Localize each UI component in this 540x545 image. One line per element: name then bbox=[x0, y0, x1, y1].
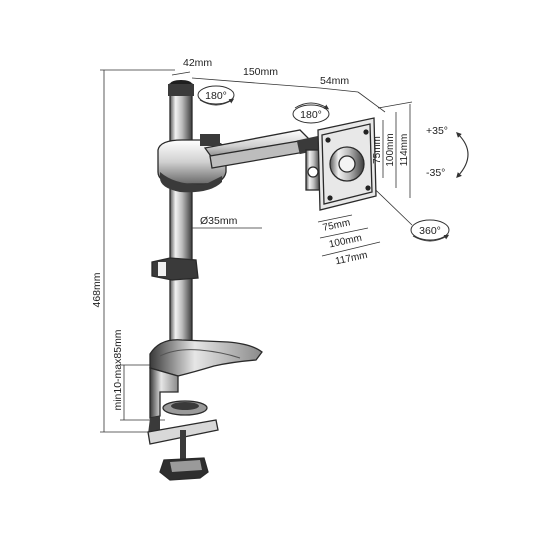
vesa-outer-height-label: 114mm bbox=[399, 134, 410, 167]
vesa-h-top-ext bbox=[377, 101, 413, 109]
tilt-hinge-bolt bbox=[307, 166, 319, 178]
tilt-up-label: +35° bbox=[426, 125, 448, 137]
desk-clamp bbox=[147, 367, 219, 481]
vesa-mid-height-label: 100mm bbox=[385, 133, 396, 166]
vesa-hole-tl bbox=[325, 137, 331, 143]
base-foot bbox=[149, 339, 263, 377]
arm-swivel-indicator: 180° bbox=[292, 102, 330, 124]
plate-rotation-arrow bbox=[412, 234, 450, 242]
arm-length-label: 150mm bbox=[243, 66, 278, 78]
pole-swivel-indicator: 180° bbox=[197, 85, 235, 106]
pole-shaft bbox=[169, 83, 193, 365]
arm-offset-label: 54mm bbox=[320, 75, 349, 87]
pole-width-label: 42mm bbox=[183, 57, 212, 69]
pole-swivel-arrow bbox=[199, 98, 235, 106]
arm-joint-top bbox=[200, 134, 220, 146]
vesa-hole-bl bbox=[327, 195, 333, 201]
arm-swivel-arrow bbox=[294, 102, 330, 110]
vesa-117-w-line bbox=[321, 241, 381, 257]
tilt-indicator: +35° -35° bbox=[426, 125, 469, 179]
vesa-75-w-line bbox=[317, 214, 353, 223]
vesa-100-w-line bbox=[319, 227, 369, 239]
arm-offset-ext bbox=[357, 91, 386, 113]
pole-top-collar bbox=[168, 84, 194, 96]
pole-swivel-label: 180° bbox=[205, 90, 227, 102]
cable-clip-gap bbox=[158, 262, 166, 276]
cable-clip bbox=[151, 257, 199, 281]
vesa-outer-width-label: 117mm bbox=[334, 250, 368, 268]
vesa-hole-tr bbox=[363, 129, 369, 135]
clamp-pad-center bbox=[171, 402, 199, 410]
vesa-plate-inner bbox=[321, 123, 373, 205]
base-highlight bbox=[159, 349, 241, 359]
clamp-range-label: min10-max85mm bbox=[112, 329, 124, 410]
vesa-center-hole bbox=[338, 155, 356, 173]
plate-rotation-label: 360° bbox=[419, 225, 441, 237]
arm-collar-shadow bbox=[160, 172, 222, 193]
arm-offset-dim bbox=[319, 87, 359, 93]
tilt-down-label: -35° bbox=[426, 167, 445, 179]
vesa-inner-width-label: 75mm bbox=[322, 217, 351, 234]
arm-swivel-ellipse bbox=[292, 104, 330, 124]
plate-rotation-indicator: 360° bbox=[410, 219, 450, 242]
pole-swivel-ellipse bbox=[197, 85, 235, 105]
pole bbox=[168, 80, 194, 365]
clamp-vertical bbox=[148, 416, 160, 434]
pole-width-dim bbox=[171, 71, 191, 76]
plate-rotation-ellipse bbox=[410, 219, 450, 241]
desk-base bbox=[149, 339, 263, 377]
arm bbox=[200, 129, 322, 191]
tilt-arc bbox=[456, 132, 469, 179]
total-height-label: 468mm bbox=[91, 272, 103, 307]
vesa-inner-height-label: 75mm bbox=[372, 136, 383, 164]
arm-length-dim bbox=[191, 77, 321, 89]
clamp-knob-highlight bbox=[170, 460, 202, 472]
pole-diameter-label: Ø35mm bbox=[200, 215, 238, 227]
clamp-screw bbox=[180, 430, 186, 460]
vesa-plate bbox=[317, 117, 377, 211]
arm-swivel-label: 180° bbox=[300, 109, 322, 121]
vesa-hole-br bbox=[365, 185, 371, 191]
